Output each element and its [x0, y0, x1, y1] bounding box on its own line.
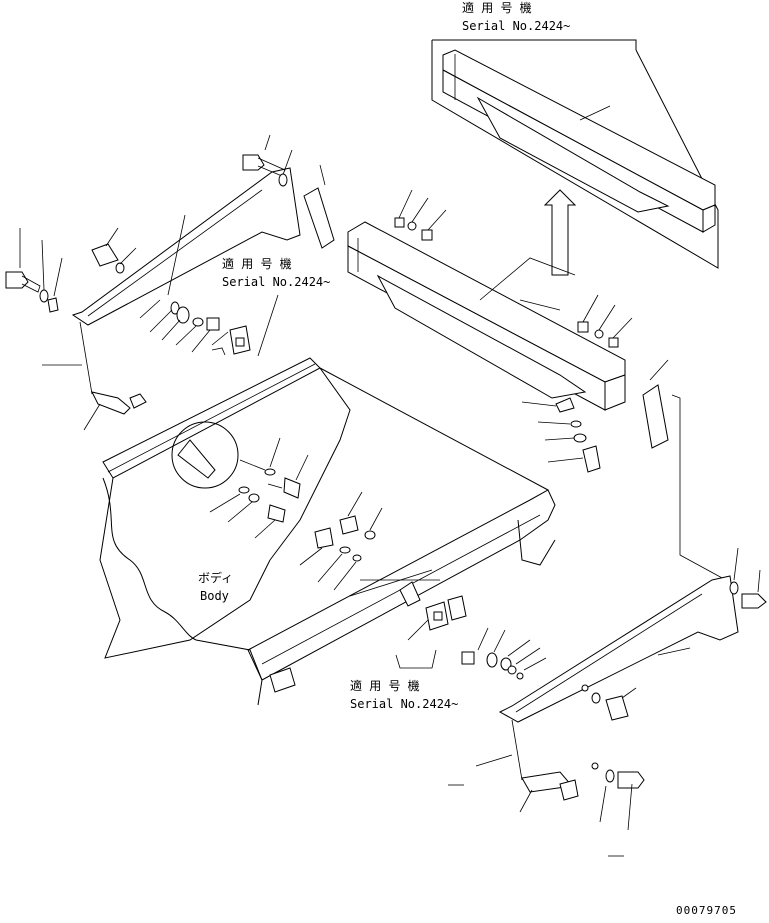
- pin-cluster-bottom: [395, 595, 547, 680]
- note-middle: 適 用 号 機 Serial No.2424~: [211, 256, 330, 357]
- body-frame: [99, 357, 556, 706]
- inset-border: [432, 39, 637, 50]
- note-top-en: Serial No.2424~: [462, 19, 570, 33]
- body-label-en: Body: [200, 589, 229, 603]
- body-bolts: [209, 437, 383, 591]
- nut: [608, 337, 619, 348]
- bolt-right-bottom: [591, 762, 645, 831]
- cover-beam-old: [347, 189, 633, 411]
- lever-left: [5, 134, 335, 431]
- bolt-top-left: [242, 134, 293, 187]
- body-label: ボディ Body: [198, 570, 233, 603]
- body-break-line: [102, 477, 197, 641]
- bushing-left: [91, 227, 137, 274]
- bushing-right: [581, 684, 637, 721]
- washer: [407, 221, 417, 231]
- upgrade-arrow: [543, 189, 577, 276]
- note-middle-jp: 適 用 号 機: [222, 256, 292, 271]
- inset-border-lower: [431, 40, 719, 269]
- note-bottom-jp: 適 用 号 機: [350, 678, 420, 693]
- lever-right: [448, 547, 767, 857]
- pin-cluster-left: [149, 301, 251, 355]
- nut: [394, 217, 405, 228]
- cover-beam-new: [442, 49, 716, 233]
- bracket-right-upper: [642, 359, 736, 586]
- bracket-left: [303, 187, 335, 249]
- hardware-right-middle: [521, 397, 601, 473]
- note-bottom-en: Serial No.2424~: [350, 697, 458, 711]
- washer: [594, 329, 604, 339]
- note-bottom: 適 用 号 機 Serial No.2424~: [350, 678, 458, 711]
- nut: [577, 321, 589, 333]
- drawing-number: 00079705: [676, 904, 737, 917]
- bolt-right-lever: [729, 547, 767, 609]
- detail-inset-top: 適 用 号 機 Serial No.2424~: [431, 0, 719, 276]
- note-top-jp: 適 用 号 機: [462, 0, 532, 15]
- bolt-left-side: [5, 228, 63, 313]
- nut: [421, 229, 433, 241]
- detail-circle: [171, 421, 239, 489]
- body-label-jp: ボディ: [198, 570, 233, 585]
- note-middle-en: Serial No.2424~: [222, 275, 330, 289]
